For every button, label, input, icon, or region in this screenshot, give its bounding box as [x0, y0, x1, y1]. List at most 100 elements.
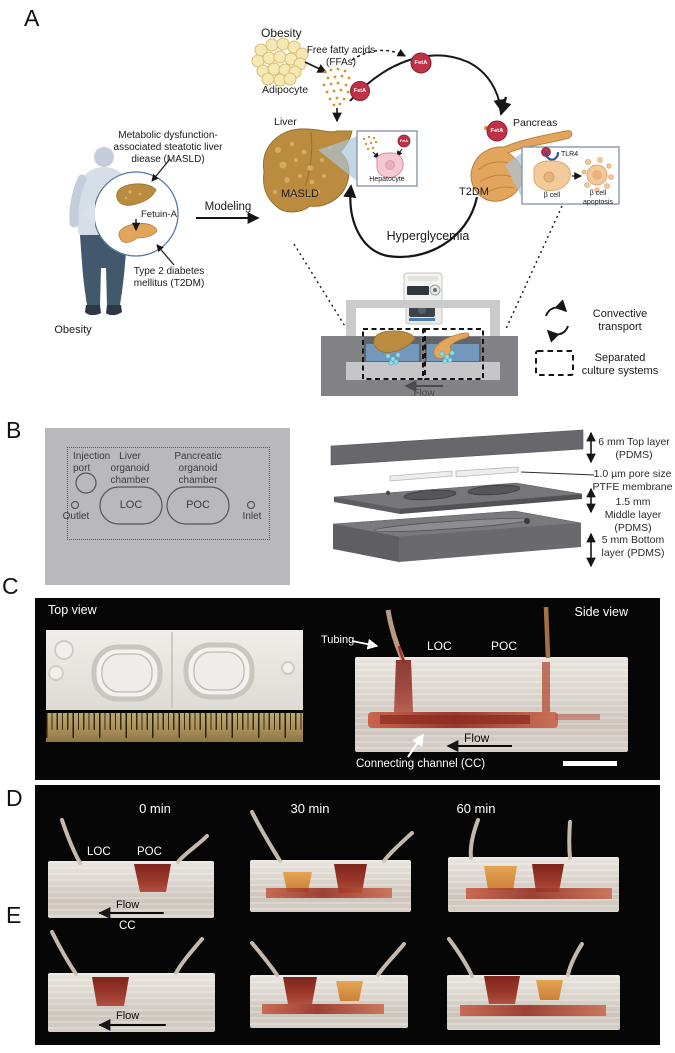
poc-label-b: POC: [186, 499, 210, 511]
bottom-layer-front: [333, 524, 399, 562]
poc-label-d: POC: [137, 846, 162, 858]
panel-c-label: C: [2, 573, 19, 599]
hyperglycemia-arc-arrow: [343, 184, 479, 259]
exploded-layer-stack: [330, 429, 596, 568]
flow-label-d: Flow: [116, 899, 140, 911]
middle-layer-front: [334, 497, 400, 514]
poc-label-c: POC: [491, 639, 518, 653]
liver-label: Liver: [274, 116, 297, 128]
t2dm-leader-line: [156, 244, 175, 266]
cc-arrow: [407, 733, 424, 758]
dotted-connector-right: [504, 205, 563, 332]
obesity-top-label: Obesity: [261, 26, 302, 40]
tubing-label: Tubing: [321, 634, 355, 646]
svg-text:FetA: FetA: [491, 128, 505, 134]
organ-zoom-circle: [84, 171, 179, 257]
panel-a-label: A: [24, 5, 40, 31]
tubes-e: [50, 930, 584, 978]
feta-circle-1: FetA: [350, 81, 370, 101]
t2dm-full-label: Type 2 diabetes mellitus (T2DM): [133, 266, 205, 290]
bottom-layer-right: [399, 523, 581, 562]
adipocyte-cluster: [251, 37, 309, 87]
legend-separated-label: Separated culture systems: [581, 352, 659, 378]
mini-pancreas: [118, 223, 158, 243]
beta-cell-apoptosis-cell: [581, 157, 614, 193]
culture-device: [321, 300, 518, 396]
tlr4-label: TLR4: [561, 151, 579, 158]
side-tube-right: [543, 606, 551, 659]
top-layer-slab: [330, 429, 584, 466]
layer-middle-label: 1.5 mm Middle layer (PDMS): [604, 496, 662, 534]
device-photo-e-1: [48, 973, 215, 1032]
feta-circle-2: FetA: [410, 52, 432, 74]
outlet-label: Outlet: [62, 511, 90, 522]
panel-a-graphics: FetA FetA: [69, 37, 620, 396]
masld-leader-line: [151, 158, 171, 182]
adipocyte-to-ffa-arrow: [304, 61, 328, 73]
svg-text:FetA: FetA: [415, 60, 429, 66]
arrow-to-pancreas-feta: [497, 96, 512, 116]
device-photo-d-30min: [250, 860, 411, 912]
device-liver: [373, 330, 416, 353]
peristaltic-pump: [403, 272, 443, 325]
panel-b-label: B: [6, 417, 22, 443]
hepatocyte-inset-box: FetA: [356, 130, 418, 187]
obesity-bottom-label: Obesity: [54, 324, 92, 336]
outlet-circle: [70, 500, 80, 510]
tubes-d: [60, 810, 572, 865]
side-view-dye: [351, 606, 617, 766]
tubing-arrow: [351, 638, 379, 650]
modeling-label: Modeling: [204, 201, 252, 213]
fetuin-a-label: Fetuin-A: [141, 209, 177, 220]
scale-bar: [563, 761, 617, 766]
panel-b-graphics: [70, 429, 596, 568]
loc-label-b: LOC: [119, 499, 143, 511]
feta-circle-3: FetA: [484, 120, 508, 142]
side-view-label: Side view: [574, 605, 629, 619]
inlet-label: Inlet: [242, 511, 262, 522]
panel-de-graphics: [50, 810, 612, 1031]
panel-c-graphics: [48, 606, 617, 766]
mini-liver: [116, 183, 157, 206]
top-view-label: Top view: [48, 603, 97, 617]
injection-port-label: Injection port: [73, 451, 111, 475]
injection-port-circle: [75, 472, 97, 494]
convective-transport-icon: [545, 299, 569, 343]
masld-label: MASLD: [281, 188, 319, 200]
pancreas-illustration: [470, 130, 573, 202]
inlet-circle: [246, 500, 256, 510]
flow-label-c: Flow: [464, 731, 490, 745]
membrane-label: 1.0 µm pore size PTFE membrane: [592, 468, 673, 493]
t2dm-label: T2DM: [459, 186, 489, 198]
ptfe-membrane-1: [389, 470, 453, 482]
loc-chamber-outline: [99, 486, 163, 525]
pancreatic-chamber-label: Pancreatic organoid chamber: [174, 451, 222, 487]
svg-text:FetA: FetA: [400, 139, 408, 143]
legend-convective-label: Convective transport: [592, 308, 648, 334]
liver-inset-connector: [318, 136, 358, 182]
ffa-label: Free fatty acids (FFAs): [306, 45, 376, 69]
dyes-d: [134, 864, 612, 899]
timepoint-30: 30 min: [290, 801, 330, 816]
timepoint-0: 0 min: [139, 801, 171, 816]
organoid-cluster-right: [439, 350, 455, 364]
feta-to-pancreas-arrow: [349, 54, 506, 112]
loc-label-c: LOC: [427, 639, 452, 653]
masld-full-label: Metabolic dysfunction-associated steatot…: [113, 130, 223, 166]
ruler-photo: [46, 713, 303, 742]
flow-label-a: Flow: [413, 388, 435, 399]
dyes-e: [92, 976, 606, 1016]
ptfe-membrane-2: [455, 466, 519, 478]
feta-circle-inset: FetA: [397, 134, 411, 148]
timepoint-60: 60 min: [456, 801, 496, 816]
top-view-photo: [46, 630, 303, 710]
cc-label-d: CC: [119, 920, 136, 932]
device-photo-e-2: [250, 975, 408, 1028]
organoid-cluster-left: [385, 352, 401, 366]
chip-schematic-dotted-outline: [67, 447, 270, 540]
layer-top-label: 6 mm Top layer (PDMS): [598, 436, 670, 461]
panel-d-label: D: [6, 785, 23, 811]
